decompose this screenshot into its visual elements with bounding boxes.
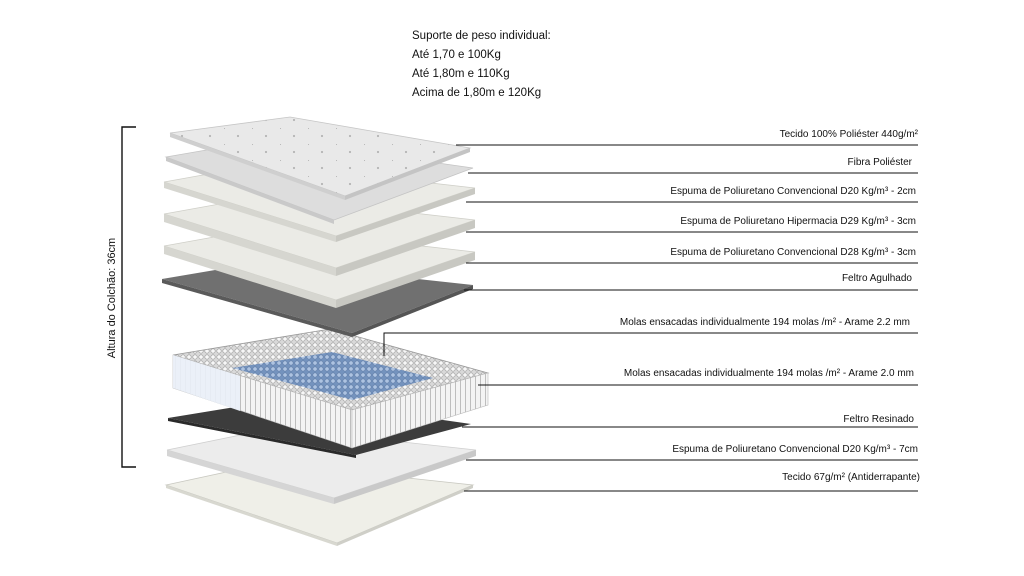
height-bracket <box>121 126 136 468</box>
weight-support-line: Até 1,80m e 110Kg <box>412 68 510 80</box>
weight-support-line: Acima de 1,80m e 120Kg <box>412 87 542 99</box>
leader-line-springs-22 <box>383 332 918 356</box>
layer-label-top-fabric: Tecido 100% Poliéster 440g/m² <box>779 129 918 140</box>
layer-spring-block <box>172 328 490 449</box>
layer-label-foam-d29: Espuma de Poliuretano Hipermacia D29 Kg/… <box>680 216 916 227</box>
mattress-height-label: Altura do Colchão: 36cm <box>106 237 118 359</box>
weight-support-title: Suporte de peso individual: <box>412 30 551 42</box>
layer-foam-d20-7cm <box>166 427 477 504</box>
layer-top-fabric <box>169 116 472 200</box>
layer-label-felt-needled: Feltro Agulhado <box>841 273 912 284</box>
layer-label-foam-d20-7cm: Espuma de Poliuretano Convencional D20 K… <box>672 444 918 455</box>
layer-label-foam-d28: Espuma de Poliuretano Convencional D28 K… <box>670 247 916 258</box>
weight-support-block: Suporte de peso individual: Até 1,70 e 1… <box>412 27 551 103</box>
layer-label-fiber: Fibra Poliéster <box>847 157 912 168</box>
weight-support-line: Até 1,70 e 100Kg <box>412 49 501 61</box>
leader-lines <box>383 144 918 492</box>
layer-label-bottom-fabric: Tecido 67g/m² (Antiderrapante) <box>782 472 920 483</box>
layer-label-felt-resinated: Feltro Resinado <box>843 414 914 425</box>
layer-label-foam-d20-2cm: Espuma de Poliuretano Convencional D20 K… <box>670 186 916 197</box>
layer-label-springs-22: Molas ensacadas individualmente 194 mola… <box>619 317 910 328</box>
layer-bottom-fabric <box>164 462 475 546</box>
layer-label-springs-20: Molas ensacadas individualmente 194 mola… <box>623 368 914 379</box>
